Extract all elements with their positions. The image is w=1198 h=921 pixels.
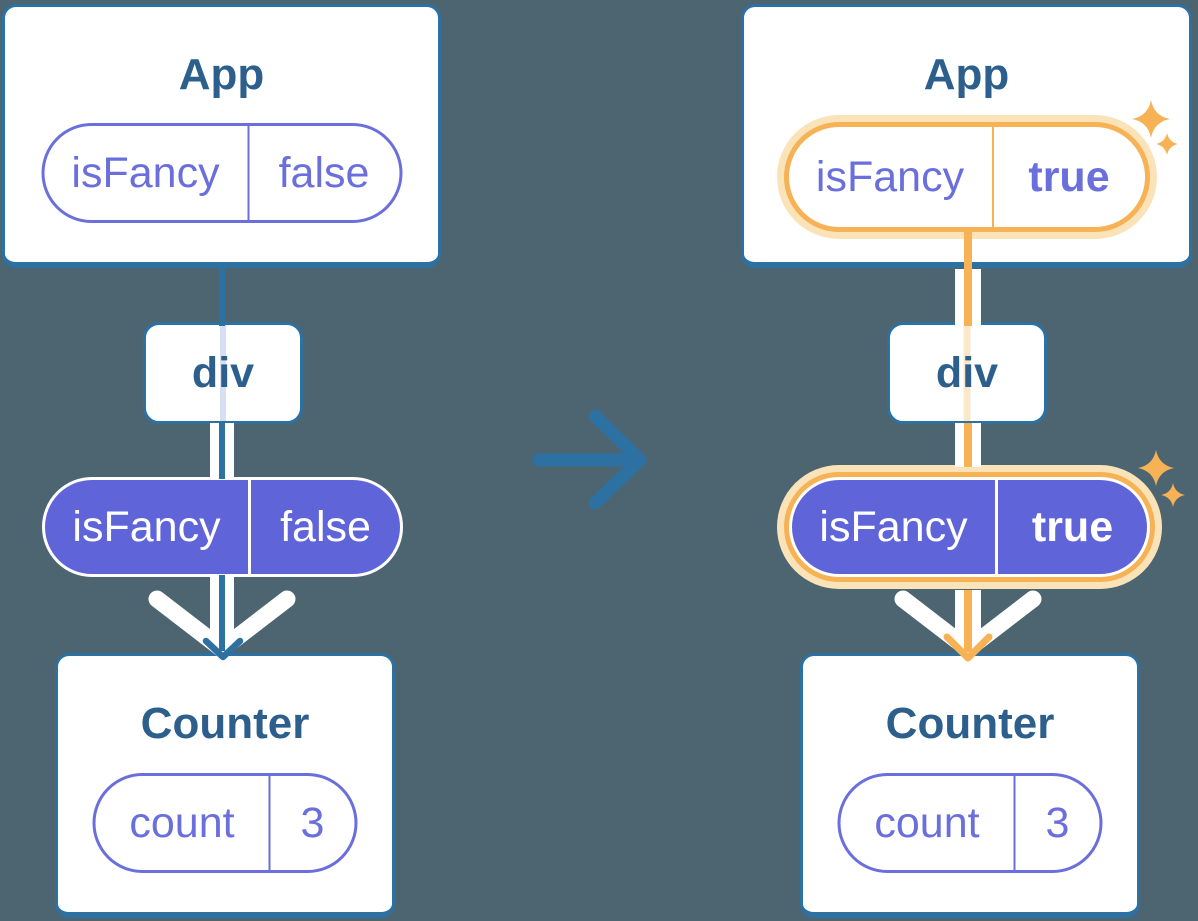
- before-app-card: App isFancy false: [2, 4, 441, 268]
- after-counter-card: Counter count 3: [800, 653, 1140, 918]
- after-big-arrow-down-icon: [894, 590, 1042, 658]
- before-passed-prop-pill: isFancy false: [42, 477, 403, 577]
- state-value-label: 3: [1045, 798, 1070, 847]
- prop-value-label: false: [280, 502, 371, 551]
- after-prop-flow-lines: [894, 230, 1042, 662]
- after-counter-title: Counter: [885, 699, 1055, 748]
- after-app-title: App: [923, 50, 1010, 99]
- prop-name-label: isFancy: [792, 480, 998, 574]
- before-counter-state-pill: count 3: [92, 773, 358, 873]
- after-div-label: div: [935, 348, 999, 397]
- before-div-node: div: [143, 322, 303, 424]
- before-counter-title: Counter: [140, 699, 310, 748]
- sparkle-icon: [1161, 483, 1185, 507]
- after-counter-state-pill: count 3: [837, 773, 1103, 873]
- prop-flow-line-through-div: [963, 325, 971, 421]
- state-name-label: count: [96, 776, 271, 870]
- prop-name-label: isFancy: [45, 480, 251, 574]
- prop-name-label: isFancy: [44, 126, 249, 220]
- after-passed-prop-pill-highlighted: isFancy true: [789, 477, 1150, 577]
- before-app-prop-pill: isFancy false: [41, 123, 402, 223]
- after-app-prop-pill-highlighted: isFancy true: [783, 122, 1150, 232]
- prop-value-label: true: [1028, 152, 1110, 201]
- before-counter-card: Counter count 3: [55, 653, 395, 918]
- prop-value-label: true: [1031, 502, 1114, 551]
- prop-flow-line-through-div: [220, 325, 226, 421]
- sparkle-icon: [1138, 450, 1174, 486]
- before-app-title: App: [178, 50, 265, 99]
- transition-arrow-icon: [532, 409, 647, 510]
- state-name-label: count: [841, 776, 1016, 870]
- prop-value-label: false: [278, 148, 370, 197]
- after-div-node: div: [887, 322, 1047, 424]
- prop-name-label: isFancy: [789, 127, 994, 227]
- before-big-arrow-down-icon: [148, 590, 296, 658]
- after-app-card: App isFancy true: [741, 4, 1192, 268]
- before-div-label: div: [191, 348, 255, 397]
- state-value-label: 3: [300, 798, 325, 847]
